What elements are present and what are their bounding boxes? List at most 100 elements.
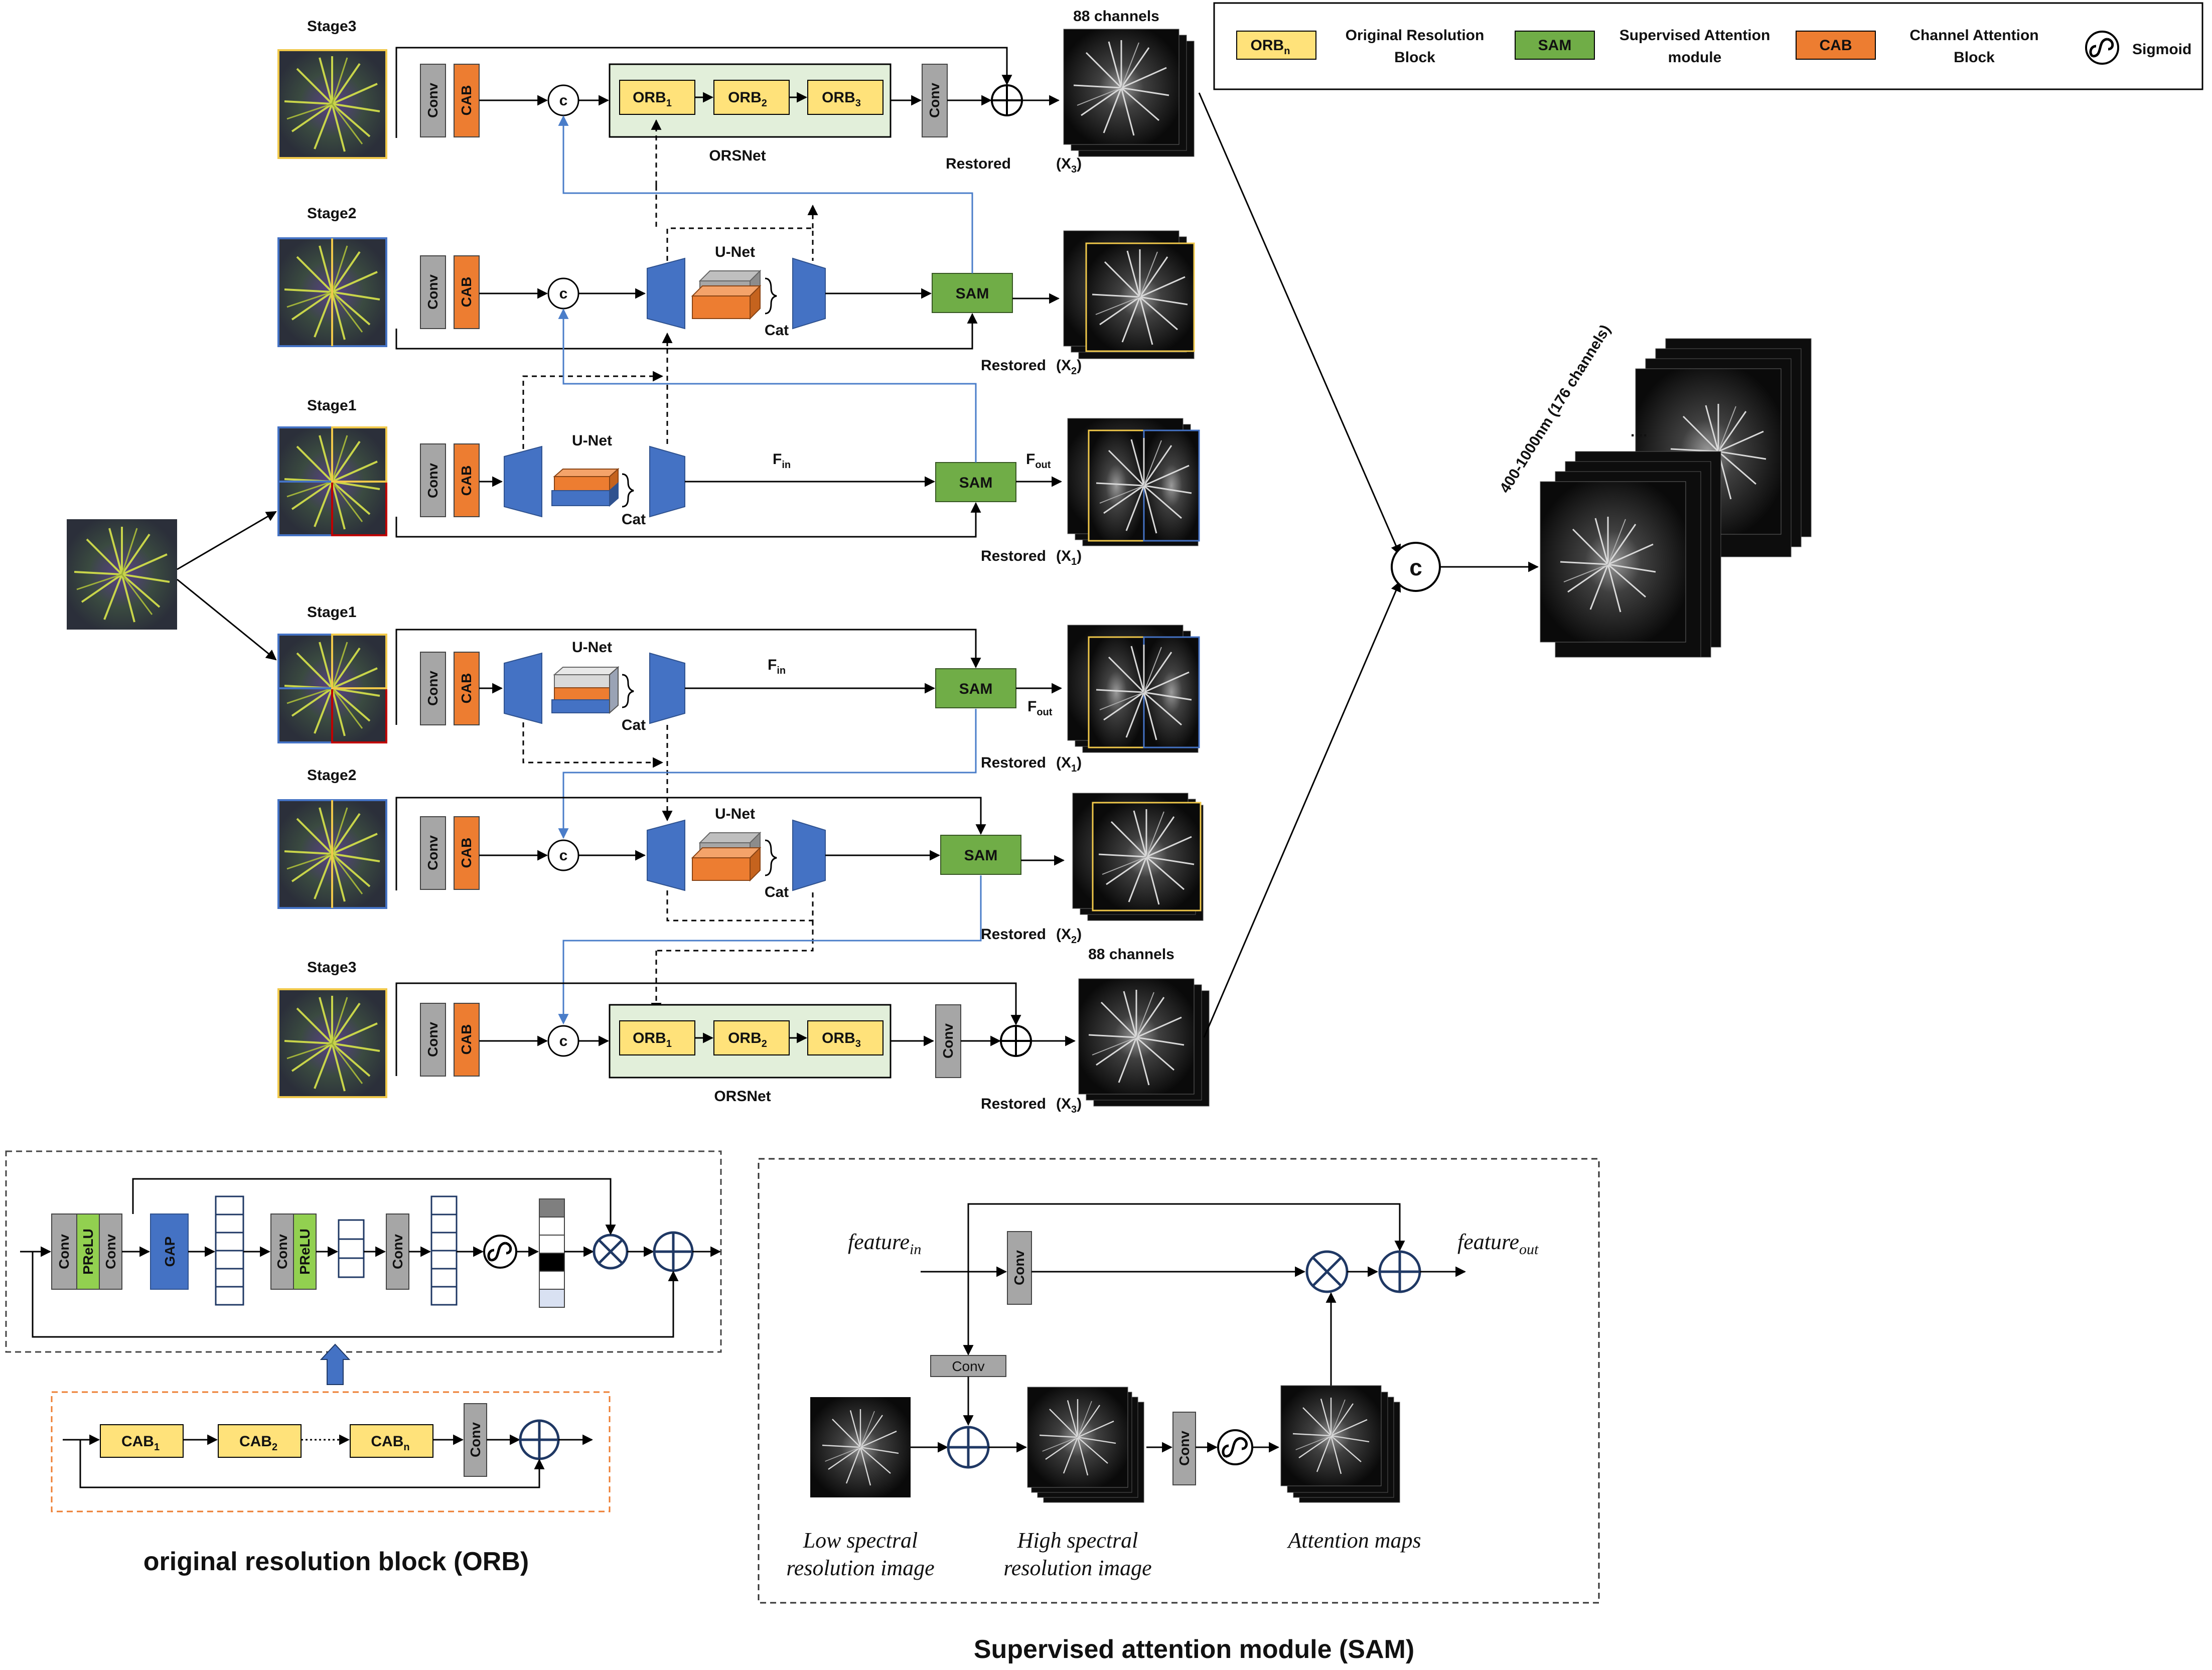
top-stage2-cab-label: CAB: [459, 277, 474, 308]
top-stage3-channels: 88 channels: [1073, 8, 1159, 25]
top-stage1-label: Stage1: [307, 397, 356, 414]
orb-conv-2-label: Conv: [103, 1234, 118, 1269]
top-stage3-orsnet-label: ORSNet: [709, 147, 766, 164]
bottom-stage3-restored: Restored: [981, 1096, 1046, 1112]
top-stage1-fin: Fin: [773, 451, 791, 471]
input-arrow-top: [177, 511, 277, 570]
legend-sam-desc-1: Supervised Attention: [1619, 27, 1771, 44]
top-stage3-orb3: [807, 80, 883, 115]
top-stage2-unet-encoder: [647, 257, 685, 330]
top-stage2-sam-label: SAM: [956, 285, 989, 302]
bottom-stage2-unet-label: U-Net: [715, 806, 755, 822]
bottom-stage3: Stage3 Conv CAB c ORB1 ORB2 ORB3 ORSNet …: [277, 946, 1210, 1115]
top-stage1-unet-blocks: [551, 468, 620, 507]
top-stage2-unet-blocks: [691, 269, 762, 320]
bottom-stage3-cab-label: CAB: [459, 1024, 474, 1055]
orb-conv-4-label: Conv: [390, 1234, 405, 1269]
bottom-stage2-restored: Restored: [981, 926, 1046, 943]
top-stage1-unet-encoder: [504, 445, 542, 518]
legend-orb-label: ORBn: [1251, 37, 1290, 57]
sam-add-bottom-icon: [947, 1426, 990, 1469]
legend-cab-desc-1: Channel Attention: [1909, 27, 2038, 44]
orb-cab-1-label: CAB1: [121, 1433, 160, 1453]
legend-cab-swatch: [1796, 31, 1876, 60]
bottom-stage3-label: Stage3: [307, 959, 356, 976]
top-stage3-conv2-label: Conv: [927, 83, 942, 118]
bottom-stage3-output-stack: [1078, 978, 1210, 1107]
orb-conv-2: [99, 1213, 122, 1290]
top-stage1-unet-label: U-Net: [572, 432, 612, 449]
sam-conv-bottom-label: Conv: [1176, 1431, 1192, 1466]
top-stage3-orb3-label: ORB3: [822, 89, 861, 109]
sam-low-label-1: Low spectral: [803, 1528, 918, 1553]
top-stage2-sam: [932, 273, 1013, 313]
bottom-stage3-cab: [454, 1003, 480, 1077]
top-stage2-conv: [420, 255, 446, 329]
orb-cab-add-icon: [519, 1419, 560, 1460]
orb-prelu-2: [293, 1213, 317, 1290]
sam-conv-bottom: [1172, 1412, 1196, 1485]
bottom-stage3-orb3-label: ORB3: [822, 1030, 861, 1049]
top-stage1-sam-label: SAM: [959, 475, 993, 491]
input-image: [67, 519, 177, 630]
top-stage3-conv2: [922, 64, 948, 137]
bottom-stage2-cab: [454, 816, 480, 890]
bottom-stage3-x3: (X3): [1056, 1096, 1082, 1115]
bottom-stage3-conv2: [935, 1004, 961, 1078]
input-arrow-bottom: [177, 578, 277, 661]
sam-panel-title: Supervised attention module (SAM): [974, 1635, 1414, 1664]
bottom-stage3-orb1: [619, 1020, 695, 1055]
top-stage1-restored: Restored: [981, 548, 1046, 564]
top-stage3-label: Stage3: [307, 18, 356, 35]
orb-cab-n: [350, 1424, 433, 1458]
orb-cab-2: [218, 1424, 302, 1458]
orb-conv-1: [51, 1213, 77, 1290]
bottom-stage1-unet-decoder: [649, 652, 685, 724]
orb-panel-title: original resolution block (ORB): [143, 1547, 529, 1576]
legend-sigmoid-icon: [2085, 31, 2119, 65]
orb-cab-n-label: CABn: [371, 1433, 409, 1453]
sam-conv-top-label: Conv: [1011, 1250, 1027, 1285]
orb-gap: [150, 1213, 189, 1290]
bottom-stage3-concat-label: c: [559, 1033, 568, 1049]
legend-cab-desc-2: Block: [1954, 49, 1995, 66]
bottom-stage1-output-stack: [1067, 625, 1200, 753]
bottom-stage3-orb2-label: ORB2: [728, 1030, 767, 1049]
sam-low-res-image: [810, 1397, 911, 1497]
top-stage1-sam: [935, 462, 1016, 502]
orb-multiply-icon: [593, 1234, 629, 1270]
sam-feature-in: featurein: [848, 1230, 921, 1258]
top-stage2-concat-label: c: [559, 285, 568, 302]
bottom-stage3-conv: [420, 1003, 446, 1077]
orb-conv-4: [386, 1213, 409, 1290]
sam-low-label-2: resolution image: [786, 1556, 934, 1580]
bottom-stage1-x1: (X1): [1056, 754, 1082, 774]
final-concat-label: c: [1409, 554, 1422, 580]
top-stage1-cat-label: Cat: [622, 511, 646, 528]
legend-sigmoid-desc: Sigmoid: [2132, 41, 2191, 58]
bottom-stage1-unet-label: U-Net: [572, 639, 612, 656]
bottom-stage3-conv2-label: Conv: [940, 1023, 956, 1058]
top-stage2-unet-label: U-Net: [715, 244, 755, 260]
legend-orb-desc-2: Block: [1394, 49, 1435, 66]
bottom-stage2-label: Stage2: [307, 767, 356, 784]
top-stage2-label: Stage2: [307, 205, 356, 222]
bottom-stage1: Stage1 Conv CAB U-Net Cat Fin SAM Fout: [277, 604, 1200, 839]
bottom-stage1-conv: [420, 652, 446, 725]
top-stage1-conv-label: Conv: [425, 463, 440, 498]
bottom-stage2-cab-label: CAB: [459, 838, 474, 868]
sam-high-label-1: High spectral: [1017, 1528, 1138, 1553]
orb-conv-3: [270, 1213, 294, 1290]
bottom-stage3-add-icon: [1000, 1025, 1032, 1057]
top-stage1-x1: (X1): [1056, 548, 1082, 567]
bottom-stage1-sam-label: SAM: [959, 681, 993, 697]
bottom-stage2: Stage2 Conv CAB c U-Net Cat SAM: [277, 767, 1204, 1025]
bottom-stage1-fout: Fout: [1027, 698, 1053, 718]
orb-sigmoid-icon: [483, 1235, 517, 1269]
bottom-stage3-orb3: [807, 1020, 883, 1055]
bottom-stage1-unet-encoder: [504, 652, 542, 724]
final-ellipsis: ....: [1631, 423, 1647, 440]
top-stage2-cab: [454, 255, 480, 329]
bottom-stage2-unet-blocks: [691, 831, 762, 882]
top-stage2-restored: Restored: [981, 357, 1046, 374]
